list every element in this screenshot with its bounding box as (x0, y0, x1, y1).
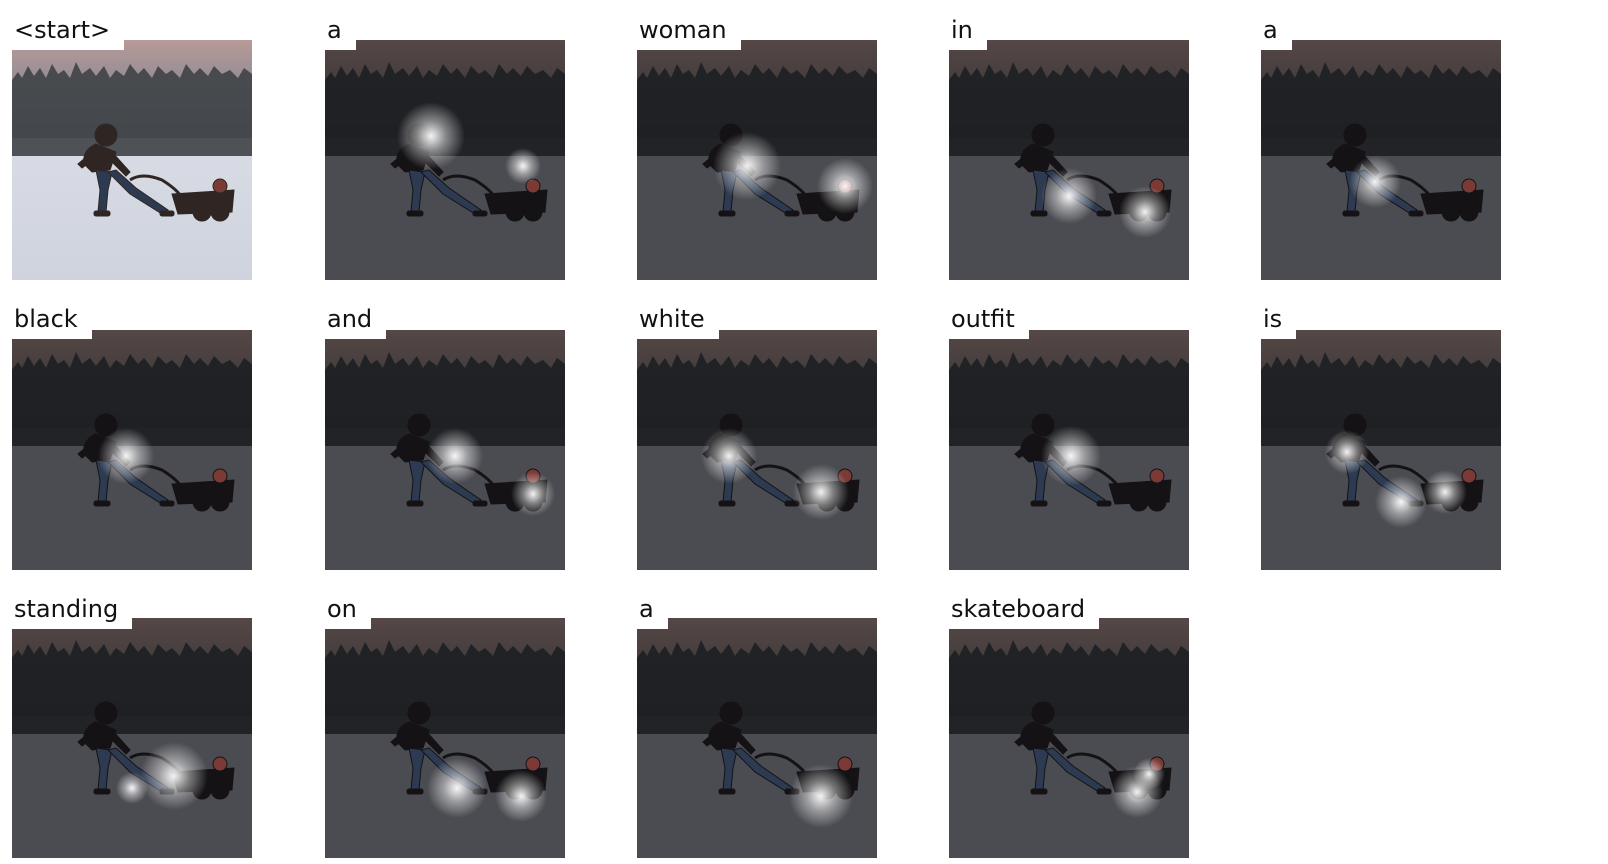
attention-glow (789, 764, 853, 828)
attention-overlay-image (1261, 330, 1501, 570)
attention-overlay-image (949, 618, 1189, 858)
caption-word-label: a (325, 16, 356, 50)
attention-overlay-image (1261, 40, 1501, 280)
attention-map-panel (1261, 40, 1501, 280)
attention-overlay-image (325, 330, 565, 570)
attention-map-panel (637, 40, 877, 280)
attention-overlay-image (325, 40, 565, 280)
attention-glow (511, 472, 555, 516)
attention-glow (427, 758, 487, 818)
attention-overlay-image (949, 330, 1189, 570)
attention-map-panel (949, 40, 1189, 280)
caption-word-label: standing (12, 595, 133, 629)
attention-map-panel (325, 618, 565, 858)
attention-glow (713, 132, 781, 200)
attention-map-panel (1261, 330, 1501, 570)
caption-word-label: skateboard (949, 595, 1100, 629)
caption-word-label: white (637, 305, 719, 339)
attention-glow (1119, 186, 1171, 238)
attention-glow (1349, 156, 1401, 208)
attention-glow (1041, 168, 1097, 224)
caption-word-label: black (12, 305, 92, 339)
attention-glow (1375, 476, 1427, 528)
attention-glow (701, 428, 757, 484)
attention-overlay-image (637, 618, 877, 858)
attention-overlay-image (325, 618, 565, 858)
attention-glow (1423, 470, 1467, 514)
attention-glow (793, 464, 849, 520)
attention-overlay-image (949, 40, 1189, 280)
attention-glow (1133, 758, 1165, 790)
caption-word-label: and (325, 305, 387, 339)
caption-word-label: in (949, 16, 987, 50)
attention-map-panel (949, 618, 1189, 858)
attention-map-panel (637, 618, 877, 858)
attention-map-panel (325, 40, 565, 280)
scene-image (12, 40, 252, 280)
caption-word-label: outfit (949, 305, 1029, 339)
attention-glow (1041, 426, 1101, 486)
attention-glow (116, 772, 148, 804)
attention-map-panel (949, 330, 1189, 570)
attention-glow (98, 428, 154, 484)
caption-word-label: a (637, 595, 668, 629)
caption-word-label: <start> (12, 16, 125, 50)
caption-word-label: on (325, 595, 371, 629)
attention-glow (817, 158, 873, 214)
caption-word-label: is (1261, 305, 1297, 339)
attention-overlay-image (12, 330, 252, 570)
attention-overlay-image (12, 618, 252, 858)
attention-glow (505, 148, 541, 184)
attention-glow (495, 770, 547, 822)
attention-glow (140, 742, 208, 810)
attention-overlay-image (637, 40, 877, 280)
attention-glow (427, 428, 483, 484)
original-image-panel (12, 40, 252, 280)
attention-map-panel (12, 330, 252, 570)
attention-glow (1325, 430, 1369, 474)
attention-map-panel (637, 330, 877, 570)
attention-overlay-image (637, 330, 877, 570)
attention-glow (397, 102, 465, 170)
caption-word-label: woman (637, 16, 741, 50)
attention-map-panel (325, 330, 565, 570)
attention-map-panel (12, 618, 252, 858)
caption-word-label: a (1261, 16, 1292, 50)
